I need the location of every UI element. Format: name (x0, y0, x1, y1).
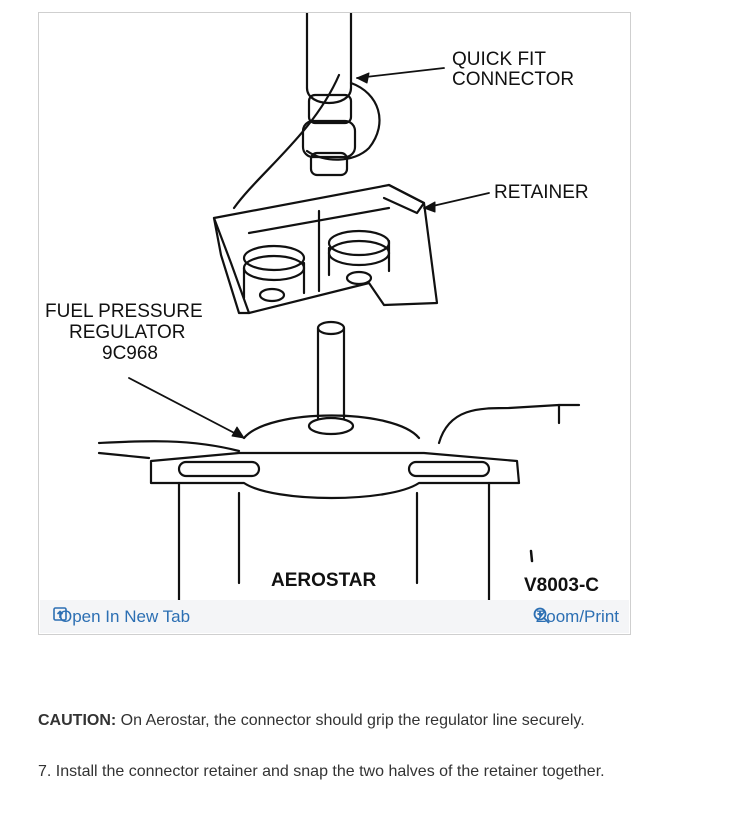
step-item: 7. Install the connector retainer and sn… (38, 763, 605, 781)
step-text: Install the connector retainer and snap … (51, 763, 605, 780)
open-in-new-tab-link[interactable]: Open In New Tab (53, 607, 190, 627)
zoom-print-label: Zoom/Print (535, 607, 619, 626)
fuel-regulator-illustration (97, 13, 581, 603)
zoom-print-link[interactable]: Zoom/Print (533, 607, 619, 627)
label-quick-fit-line1: QUICK FIT (452, 49, 546, 70)
label-vehicle: AEROSTAR (271, 570, 377, 591)
label-fpr-line2: REGULATOR (69, 322, 186, 343)
label-retainer: RETAINER (494, 182, 589, 203)
caution-text: On Aerostar, the connector should grip t… (116, 712, 585, 729)
caution-heading: CAUTION: (38, 712, 117, 729)
label-figure-code: V8003-C (524, 575, 599, 596)
diagram-figure: QUICK FIT CONNECTOR RETAINER FUEL PRESSU… (38, 12, 631, 635)
open-in-new-tab-label: Open In New Tab (59, 607, 191, 626)
label-fpr-part-number: 9C968 (102, 343, 158, 364)
label-quick-fit-line2: CONNECTOR (452, 69, 575, 90)
label-fpr-line1: FUEL PRESSURE (45, 301, 203, 322)
caution-paragraph: CAUTION: On Aerostar, the connector shou… (38, 712, 585, 730)
figure-toolbar: Open In New Tab Zoom/Print (40, 600, 629, 633)
step-number: 7. (38, 763, 52, 780)
